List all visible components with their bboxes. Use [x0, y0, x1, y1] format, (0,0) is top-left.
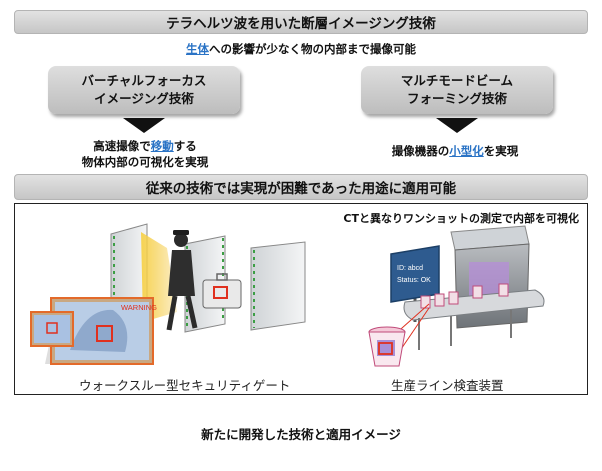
tech-left-line2: イメージング技術	[94, 91, 194, 106]
suitcase-icon	[202, 273, 242, 309]
benefit-left-line2: 物体内部の可視化を実現	[81, 155, 209, 170]
tech-right-line1: マルチモードビーム	[400, 72, 514, 88]
down-arrow-left-icon	[123, 118, 165, 133]
gate-panel-right	[250, 241, 306, 331]
illustration-drawing: WARNING ID: abcd Status: OK	[30, 223, 545, 367]
down-arrow-right-icon	[436, 118, 478, 133]
application-illustration: WARNING ID: abcd Status: OK	[14, 203, 588, 395]
benefit-left-highlight: 移動	[150, 139, 174, 153]
benefit-right-post: を実現	[483, 144, 519, 158]
security-gate-illustration: WARNING	[30, 223, 306, 365]
subtitle-highlight: 生体	[186, 42, 209, 56]
product-cups	[420, 283, 509, 309]
diagram-title: テラヘルツ波を用いた断層イメージング技術	[14, 10, 588, 34]
benefit-right-highlight: 小型化	[449, 144, 484, 158]
status-ok: Status: OK	[397, 277, 431, 284]
inspected-cup-icon	[368, 326, 406, 367]
virtual-focus-imaging-box: バーチャルフォーカス イメージング技術	[48, 66, 240, 114]
benefit-right: 撮像機器の小型化を実現	[350, 143, 560, 159]
ct-note: CTと異なりワンショットの測定で内部を可視化	[343, 212, 579, 225]
tech-left-line1: バーチャルフォーカス	[81, 72, 207, 88]
benefit-right-pre: 撮像機器の	[391, 144, 450, 158]
tech-right-line2: フォーミング技術	[406, 91, 507, 106]
walking-person-icon	[166, 230, 198, 331]
caption-security-gate: ウォークスルー型セキュリティゲート	[79, 378, 291, 393]
caption-production-line: 生産ライン検査装置	[391, 378, 504, 393]
warning-monitor-small	[30, 311, 74, 347]
production-line-illustration: ID: abcd Status: OK	[368, 225, 545, 367]
subtitle: 生体への影響が少なく物の内部まで撮像可能	[0, 41, 602, 57]
conveyor-belt	[403, 289, 545, 350]
benefit-left-pre: 高速撮像で	[93, 139, 151, 153]
benefit-left: 高速撮像で移動する 物体内部の可視化を実現	[40, 138, 250, 170]
status-id: ID: abcd	[397, 265, 423, 272]
figure-caption: 新たに開発した技術と適用イメージ	[201, 427, 401, 442]
subtitle-text: への影響が少なく物の内部まで撮像可能	[209, 42, 416, 56]
benefit-left-post: する	[173, 139, 197, 153]
applications-heading: 従来の技術では実現が困難であった用途に適用可能	[14, 174, 588, 200]
multimode-beamforming-box: マルチモードビーム フォーミング技術	[361, 66, 553, 114]
benefit-left-line1: 高速撮像で移動する	[40, 138, 250, 154]
warning-label: WARNING	[121, 303, 157, 312]
